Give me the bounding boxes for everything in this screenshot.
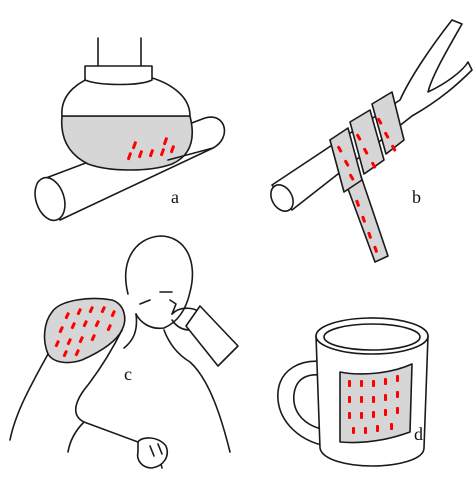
panel-d: d xyxy=(278,318,428,466)
panel-label-c: c xyxy=(124,364,132,384)
gripper-pad xyxy=(62,116,193,170)
panel-label-a: a xyxy=(171,187,179,207)
panel-a: a xyxy=(30,38,225,224)
shoulder-patch xyxy=(45,299,125,363)
person-face xyxy=(140,292,176,314)
person-raised-arm xyxy=(186,306,238,366)
gripper-rods xyxy=(98,38,141,68)
panel-label-d: d xyxy=(414,424,423,444)
panel-c: c xyxy=(10,236,238,468)
panel-b: b xyxy=(266,20,472,262)
panel-label-b: b xyxy=(412,187,421,207)
gripper-mount xyxy=(85,66,152,85)
